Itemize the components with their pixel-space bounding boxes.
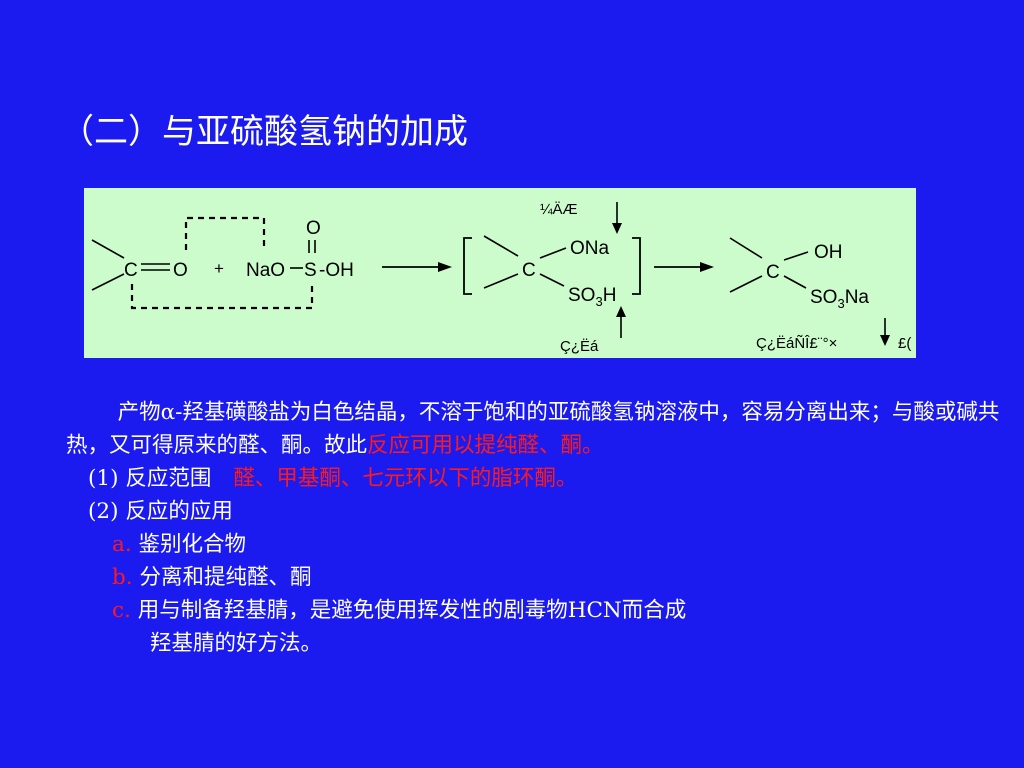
bond-line xyxy=(91,273,125,291)
bond-line xyxy=(783,251,809,261)
reagent-nao: NaO xyxy=(246,260,285,281)
item-marker: b. xyxy=(112,565,133,590)
product-label-bottom: Ç¿ËáÑÎ£¨°× xyxy=(756,335,837,352)
list-item: a. 鉴别化合物 xyxy=(66,528,1006,561)
product-so: SO3Na xyxy=(810,287,869,311)
bond-line xyxy=(539,247,567,259)
bond-line xyxy=(539,273,565,287)
intermediate-ona: ONa xyxy=(570,238,610,259)
list-item: b. 分离和提纯醛、酮 xyxy=(66,561,1006,594)
item-text: 鉴别化合物 xyxy=(138,532,247,557)
application-marker: (2) xyxy=(88,499,119,524)
intermediate-carbon: C xyxy=(522,260,536,281)
down-arrow-head xyxy=(612,223,622,234)
intermediate-so: SO3H xyxy=(568,285,616,309)
reaction-diagram: C O + O NaO S -OH C ONa SO3H ¼ÄÆ xyxy=(84,188,916,358)
left-bracket xyxy=(463,237,472,295)
application-label: 反应的应用 xyxy=(125,499,233,524)
paragraph-highlight: 反应可用以提纯醛、酮。 xyxy=(367,433,604,458)
application-line: (2) 反应的应用 xyxy=(66,495,1006,528)
item-text: 分离和提纯醛、酮 xyxy=(139,565,312,590)
dashed-path-top xyxy=(184,216,266,250)
reagent-label-bottom: Ç¿Ëá xyxy=(560,338,599,355)
sulfonyl-oxygen: O xyxy=(306,218,321,239)
item-marker: a. xyxy=(112,532,132,557)
bond-line xyxy=(783,275,807,289)
slide-title: （二）与亚硫酸氢钠的加成 xyxy=(60,112,468,152)
reagent-sulfur: S xyxy=(304,260,317,281)
scope-label: 反应范围 xyxy=(125,466,212,491)
scope-marker: (1) xyxy=(88,466,119,491)
bond-line xyxy=(729,275,763,293)
item-text: 用与制备羟基腈，是避免使用挥发性的剧毒物HCN而合成 xyxy=(137,598,687,623)
product-carbon: C xyxy=(766,262,780,283)
bond-line xyxy=(729,237,763,259)
scope-line: (1) 反应范围醛、甲基酮、七元环以下的脂环酮。 xyxy=(66,462,1006,495)
reaction-arrow-head xyxy=(438,262,452,272)
reagent-oh: -OH xyxy=(319,260,354,281)
reactant-carbon: C xyxy=(124,260,138,281)
list-item: c. 用与制备羟基腈，是避免使用挥发性的剧毒物HCN而合成 xyxy=(66,594,1006,627)
list-item-continuation: 羟基腈的好方法。 xyxy=(150,631,323,656)
bond-line xyxy=(483,273,519,289)
plus-sign: + xyxy=(214,259,224,278)
right-bracket xyxy=(632,237,641,295)
reagent-label-top: ¼ÄÆ xyxy=(540,201,578,218)
product-oh: OH xyxy=(814,242,843,263)
reactant-oxygen: O xyxy=(173,260,188,281)
item-marker: c. xyxy=(112,598,131,623)
bond-line xyxy=(483,235,519,257)
up-arrow-head xyxy=(616,306,626,317)
slide-body: 产物α-羟基磺酸盐为白色结晶，不溶于饱和的亚硫酸氢钠溶液中，容易分离出来；与酸或… xyxy=(66,396,1006,660)
product-label-edge: £( xyxy=(898,335,911,352)
reaction-arrow-head xyxy=(700,262,714,272)
bond-line xyxy=(91,239,125,259)
scope-value: 醛、甲基酮、七元环以下的脂环酮。 xyxy=(233,466,578,491)
down-arrow-head xyxy=(880,335,890,346)
description-paragraph: 产物α-羟基磺酸盐为白色结晶，不溶于饱和的亚硫酸氢钠溶液中，容易分离出来；与酸或… xyxy=(66,396,1006,462)
paragraph-text: 产物α-羟基磺酸盐为白色结晶，不溶于饱和的亚硫酸氢钠溶液中，容易分离出来；与酸或… xyxy=(66,400,1000,458)
dashed-path-bottom xyxy=(130,284,314,310)
reaction-scheme: C O + O NaO S -OH C ONa SO3H ¼ÄÆ xyxy=(91,201,911,355)
